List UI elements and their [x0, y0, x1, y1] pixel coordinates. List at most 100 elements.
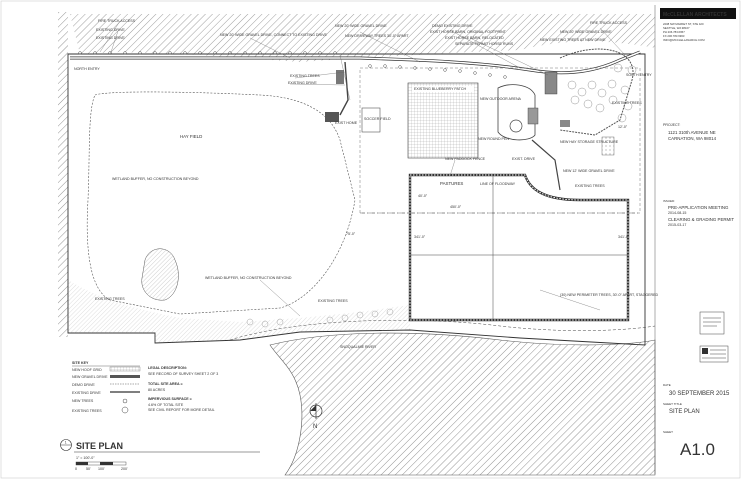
plan-title-block: 1 SITE PLAN 1" = 100'-0" 0 50' 100' 200' — [60, 439, 260, 471]
river-bank-line — [229, 319, 656, 341]
relocated-barn — [527, 107, 539, 125]
svg-text:50': 50' — [86, 467, 91, 471]
svg-text:SITE PLAN: SITE PLAN — [76, 441, 123, 451]
project-address-2: CARNATION, WA 98014 — [668, 136, 717, 141]
svg-text:2014-08-15: 2014-08-15 — [668, 211, 686, 215]
lower-left-hatch — [68, 280, 410, 343]
north-arrow: N — [309, 403, 323, 430]
svg-text:SOUTH ENTRY: SOUTH ENTRY — [626, 73, 652, 77]
svg-text:TOTAL SITE AREA =: TOTAL SITE AREA = — [148, 382, 183, 386]
paddock-fence — [408, 173, 630, 322]
svg-text:INFO@MCCLELLANARCH.COM: INFO@MCCLELLANARCH.COM — [663, 38, 705, 42]
loop-drive-right — [559, 48, 634, 136]
svg-text:NEW 20' WIDE GRAVEL DRIVE: NEW 20' WIDE GRAVEL DRIVE — [335, 24, 387, 28]
svg-text:2015-03-17: 2015-03-17 — [668, 223, 686, 227]
architect-stamp — [699, 311, 725, 335]
svg-text:DEMO DRIVE: DEMO DRIVE — [72, 383, 95, 387]
sheet-number: A1.0 — [680, 440, 715, 459]
new-gravel-drive-inner — [70, 51, 641, 74]
svg-text:NORTH ENTRY: NORTH ENTRY — [74, 67, 100, 71]
paddock-fence-inner — [409, 174, 629, 321]
river-hatch — [269, 332, 656, 476]
svg-text:NEW ROUND PEN: NEW ROUND PEN — [478, 137, 509, 141]
svg-text:NEW 12' WIDE GRAVEL DRIVE: NEW 12' WIDE GRAVEL DRIVE — [563, 169, 615, 173]
svg-text:NEW PADDOCK FENCE: NEW PADDOCK FENCE — [445, 157, 486, 161]
firm-name: McCLELLAN ARCHITECTS — [663, 12, 727, 18]
svg-text:0: 0 — [75, 467, 77, 471]
svg-text:NEW DRIVEWAY TREES 30'-0" APAR: NEW DRIVEWAY TREES 30'-0" APART — [345, 34, 409, 38]
sheet-date: 30 SEPTEMBER 2015 — [669, 391, 730, 397]
hay-field-outline — [86, 91, 356, 315]
svg-text:341'-0": 341'-0" — [618, 235, 630, 239]
svg-text:PASTURES: PASTURES — [440, 181, 463, 186]
svg-text:SEE CIVIL REPORT FOR MORE DETA: SEE CIVIL REPORT FOR MORE DETAIL — [148, 408, 215, 412]
svg-text:SEATTLE, WA 98107: SEATTLE, WA 98107 — [663, 26, 690, 30]
svg-text:SHEET TITLE: SHEET TITLE — [663, 402, 682, 406]
existing-trees-cluster — [567, 63, 637, 123]
svg-text:NEW HAY STORAGE STRUCTURE: NEW HAY STORAGE STRUCTURE — [560, 140, 619, 144]
svg-text:DATE: DATE — [663, 383, 671, 387]
svg-text:75'-0": 75'-0" — [346, 232, 356, 236]
existing-trees-bottom — [246, 308, 394, 328]
existing-home-annex — [336, 70, 344, 84]
svg-text:IMPERVIOUS SURFACE =: IMPERVIOUS SURFACE = — [148, 397, 192, 401]
svg-text:EXISTING DRIVE: EXISTING DRIVE — [96, 28, 125, 32]
svg-text:200': 200' — [121, 467, 128, 471]
leader-lines — [99, 20, 626, 317]
svg-text:FX 206.783.6963: FX 206.783.6963 — [663, 34, 685, 38]
soccer-field — [361, 107, 381, 133]
svg-text:CLEARING & GRADING PERMIT: CLEARING & GRADING PERMIT — [668, 217, 734, 222]
svg-text:LINE OF FLOODWAY: LINE OF FLOODWAY — [480, 182, 516, 186]
svg-text:EXISTING TREES: EXISTING TREES — [95, 297, 125, 301]
hay-storage — [560, 120, 570, 127]
svg-text:PRE-APPLICATION MEETING: PRE-APPLICATION MEETING — [668, 205, 729, 210]
svg-text:NEW 20' WIDE GRAVEL DRIVE, CON: NEW 20' WIDE GRAVEL DRIVE, CONNECT TO EX… — [220, 33, 328, 37]
blueberry-patch — [407, 82, 479, 159]
svg-text:450'-0": 450'-0" — [450, 205, 462, 209]
horse-barn — [544, 71, 558, 95]
north-label: N — [313, 424, 317, 430]
plan-labels: FIRE TRUCK ACCESS EXISTING DRIVE EXISTIN… — [74, 19, 659, 349]
existing-home — [325, 112, 339, 122]
svg-text:DEMO EXISTING DRIVE: DEMO EXISTING DRIVE — [432, 24, 473, 28]
svg-text:EXIST HORSE BARN, ORIGINAL FOO: EXIST HORSE BARN, ORIGINAL FOOTPRINT — [430, 30, 507, 34]
svg-text:100': 100' — [98, 467, 105, 471]
svg-text:HAY FIELD: HAY FIELD — [180, 134, 202, 139]
svg-text:EXISTING TREES: EXISTING TREES — [72, 409, 102, 413]
svg-text:NEW HOOF GRID: NEW HOOF GRID — [72, 368, 102, 372]
blueberry-label-bg — [412, 86, 474, 92]
svg-text:NEW GRAVEL DRIVE: NEW GRAVEL DRIVE — [72, 375, 108, 379]
new-gravel-drive-12 — [531, 139, 561, 191]
driveway-trees — [78, 51, 507, 79]
svg-text:EXISTING DRIVE: EXISTING DRIVE — [288, 81, 317, 85]
svg-text:1: 1 — [65, 441, 67, 445]
svg-text:SEE RECORD OF SURVEY SHEET 2 O: SEE RECORD OF SURVEY SHEET 2 OF 3 — [148, 372, 218, 376]
sheet-title: SITE PLAN — [669, 409, 700, 415]
svg-text:SOCCER FIELD: SOCCER FIELD — [364, 117, 391, 121]
svg-text:2208 NW MARKET ST, STE 420: 2208 NW MARKET ST, STE 420 — [663, 22, 704, 26]
svg-text:EXISTING TREES: EXISTING TREES — [318, 299, 348, 303]
svg-text:341'-0": 341'-0" — [414, 235, 426, 239]
svg-text:80 ACRES: 80 ACRES — [148, 388, 166, 392]
svg-text:SNOQUALMIE RIVER: SNOQUALMIE RIVER — [340, 345, 376, 349]
wetland-area — [141, 248, 179, 301]
svg-text:NEW TREES: NEW TREES — [72, 399, 94, 403]
svg-text:WETLAND BUFFER, NO CONSTRUCTIO: WETLAND BUFFER, NO CONSTRUCTION BEYOND — [205, 276, 292, 280]
svg-text:EXISTING TREES: EXISTING TREES — [612, 101, 642, 105]
left-hatch-strip — [58, 12, 68, 337]
svg-text:LEGAL DESCRIPTION:: LEGAL DESCRIPTION: — [148, 366, 187, 370]
svg-text:NEW OUTDOOR ARENA: NEW OUTDOOR ARENA — [480, 97, 522, 101]
svg-text:1" = 100'-0": 1" = 100'-0" — [76, 456, 95, 460]
svg-text:EXIST HORSE BARN, RELOCATED: EXIST HORSE BARN, RELOCATED — [445, 36, 504, 40]
svg-text:12'-0": 12'-0" — [618, 125, 628, 129]
svg-text:SEPARATE PERMIT HORSE RUNS: SEPARATE PERMIT HORSE RUNS — [455, 42, 514, 46]
top-hatch-band — [70, 14, 655, 62]
existing-drive — [339, 61, 349, 116]
svg-text:SITE KEY: SITE KEY — [72, 361, 89, 365]
svg-text:SHEET: SHEET — [663, 430, 673, 434]
round-pen — [509, 119, 523, 133]
svg-text:FIRE TRUCK ACCESS: FIRE TRUCK ACCESS — [98, 19, 136, 23]
gravel-pad — [601, 136, 615, 156]
svg-text:EXIST. DRIVE: EXIST. DRIVE — [512, 157, 536, 161]
